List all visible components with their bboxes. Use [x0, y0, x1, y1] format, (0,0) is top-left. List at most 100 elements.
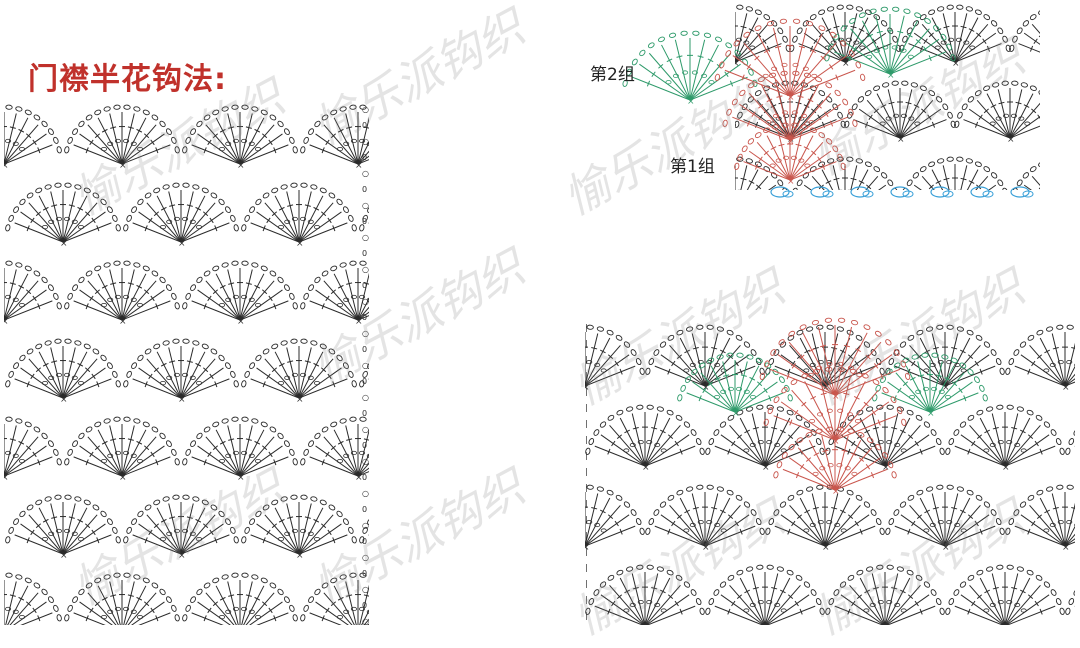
edge-stitch-mark: ○ [362, 201, 369, 210]
svg-text:×: × [832, 487, 840, 497]
foundation-chain-loop [891, 187, 909, 197]
shell-fan: × [825, 565, 945, 630]
shell-fan: × [0, 105, 62, 171]
edge-stitch-mark: 0 [362, 601, 367, 610]
shell-fan: × [899, 157, 1011, 221]
edge-stitch-mark: ○ [362, 585, 369, 594]
edge-stitch-mark: | [585, 483, 588, 492]
svg-text:×: × [952, 59, 960, 69]
svg-text:×: × [462, 383, 470, 393]
shell-fan: × [300, 573, 416, 630]
shell-fan: × [0, 339, 3, 405]
shell-fan: × [0, 261, 62, 327]
shell-fan: × [123, 183, 239, 249]
edge-stitch-mark: ○ [362, 265, 369, 274]
shell-fan: × [645, 325, 765, 393]
edge-stitch-mark: 0 [362, 249, 367, 258]
svg-text:×: × [702, 543, 710, 553]
edge-stitch-mark: 0 [362, 505, 367, 514]
svg-text:×: × [60, 239, 68, 249]
shell-fan: × [64, 573, 180, 630]
edge-stitch-mark: 0 [362, 473, 367, 482]
edge-stitch-mark: ○ [362, 297, 369, 306]
edge-stitch-mark: | [585, 323, 588, 332]
shell-fan: × [64, 261, 180, 327]
svg-text:×: × [473, 473, 481, 483]
edge-stitch-mark: 0 [362, 345, 367, 354]
edge-stitch-mark: | [585, 435, 588, 444]
svg-text:×: × [522, 623, 530, 630]
edge-stitch-mark: ○ [362, 233, 369, 242]
svg-text:×: × [60, 551, 68, 561]
svg-text:×: × [178, 551, 186, 561]
shell-fan: × [418, 105, 534, 171]
svg-text:×: × [237, 161, 245, 171]
shell-fan: × [1065, 405, 1080, 473]
group-2-label: 第2组 [590, 60, 635, 85]
svg-text:×: × [687, 97, 695, 107]
edge-stitch-mark: ○ [362, 521, 369, 530]
shell-fan: × [418, 261, 534, 327]
svg-text:×: × [677, 135, 685, 145]
svg-text:×: × [787, 137, 795, 147]
shell-fan: × [844, 81, 956, 145]
edge-stitch-mark: ○ [362, 329, 369, 338]
svg-text:×: × [897, 135, 905, 145]
shell-fan: × [123, 339, 239, 405]
shell-fan: × [241, 183, 357, 249]
svg-text:×: × [732, 211, 740, 221]
shell-fan: × [585, 565, 705, 630]
svg-text:×: × [1002, 623, 1010, 630]
svg-text:×: × [296, 551, 304, 561]
svg-text:×: × [882, 623, 890, 630]
svg-text:×: × [1062, 543, 1070, 553]
svg-text:×: × [762, 623, 770, 630]
shell-fan: × [418, 573, 534, 630]
foundation-chain-loop [1011, 187, 1029, 197]
page-title: 门襟半花钩法: [28, 54, 227, 98]
edge-stitch-mark: 0 [362, 217, 367, 226]
shell-fan: × [885, 485, 1005, 553]
shell-fan: × [569, 157, 681, 221]
shell-fan: × [705, 565, 825, 630]
shell-fan: × [465, 405, 585, 473]
shell-fan: × [182, 573, 298, 630]
svg-text:×: × [178, 395, 186, 405]
svg-text:×: × [952, 211, 960, 221]
shell-fan: × [945, 405, 1065, 473]
shell-fan: × [405, 485, 525, 553]
shell-fan: × [1064, 81, 1080, 145]
edge-stitch-mark: ○ [362, 553, 369, 562]
shell-fan: × [300, 261, 416, 327]
svg-text:×: × [119, 161, 127, 171]
shell-fan: × [300, 417, 416, 483]
edge-stitch-mark: | [585, 371, 588, 380]
edge-stitch-mark: | [585, 515, 588, 524]
svg-text:×: × [842, 211, 850, 221]
shell-fan: × [359, 339, 475, 405]
shell-fan: × [359, 495, 475, 561]
edge-stitch-mark: 0 [362, 441, 367, 450]
shell-fan: × [5, 495, 121, 561]
shell-fan: × [645, 485, 765, 553]
svg-text:×: × [822, 543, 830, 553]
svg-text:×: × [296, 395, 304, 405]
svg-text:×: × [642, 463, 650, 473]
edge-stitch-mark: | [585, 403, 588, 412]
edge-stitch-mark: | [585, 467, 588, 476]
edge-stitch-mark: ○ [362, 361, 369, 370]
shell-fan: × [0, 417, 62, 483]
edge-stitch-mark: 0 [362, 153, 367, 162]
svg-text:×: × [832, 392, 840, 402]
edge-stitch-mark: | [585, 499, 588, 508]
svg-text:×: × [522, 463, 530, 473]
shell-fan: × [585, 405, 705, 473]
svg-text:×: × [473, 161, 481, 171]
svg-text:×: × [237, 473, 245, 483]
edge-stitch-mark: ○ [362, 169, 369, 178]
edge-stitch-mark: | [585, 531, 588, 540]
highlight-groups-bottom: ××××× [677, 318, 988, 497]
shell-fan: × [182, 105, 298, 171]
shell-fan: × [123, 495, 239, 561]
group-1-label: 第1组 [670, 152, 715, 177]
